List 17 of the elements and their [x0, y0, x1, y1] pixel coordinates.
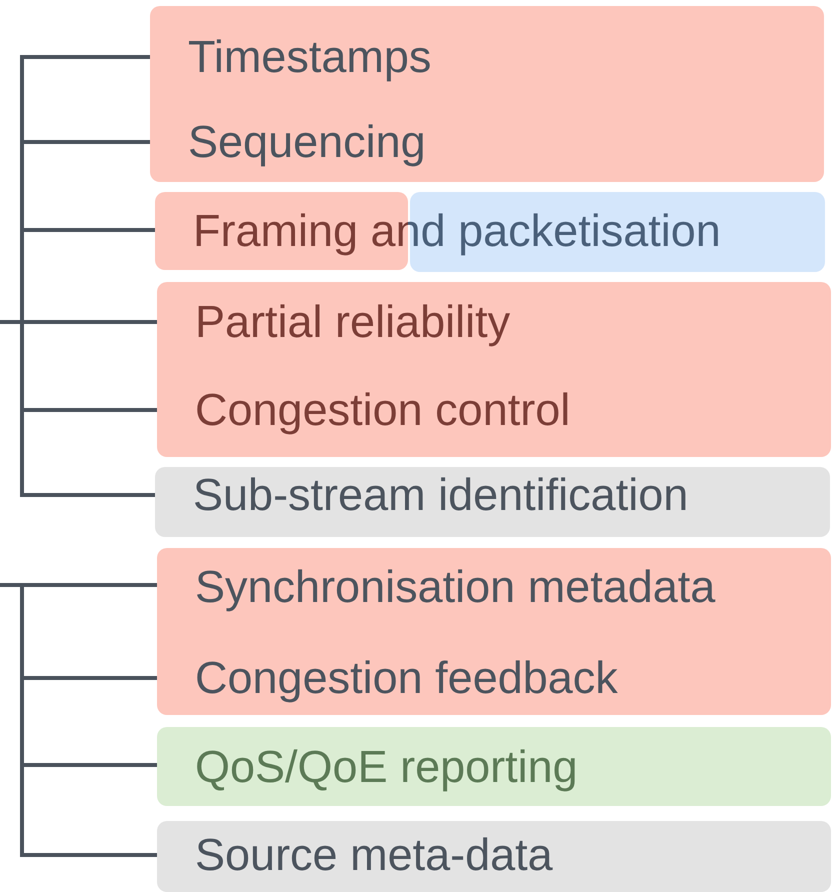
item-label: Partial reliability	[195, 295, 510, 349]
text-box	[157, 727, 831, 806]
bracket-connector	[0, 583, 157, 857]
text-box	[157, 282, 831, 457]
bracket-connector	[0, 320, 155, 497]
text-box	[150, 6, 824, 182]
text-box	[155, 467, 830, 537]
item-label: Congestion control	[195, 383, 570, 437]
text-box	[157, 548, 831, 715]
item-label: Synchronisation metadata	[195, 560, 716, 614]
item-label: Source meta-data	[195, 828, 553, 882]
text-box	[157, 821, 831, 892]
item-label: Congestion feedback	[195, 651, 618, 705]
item-label: Timestamps	[188, 30, 432, 84]
item-label: QoS/QoE reporting	[195, 740, 578, 794]
item-label: Sub-stream identification	[193, 468, 688, 522]
item-label: Sequencing	[188, 115, 426, 169]
